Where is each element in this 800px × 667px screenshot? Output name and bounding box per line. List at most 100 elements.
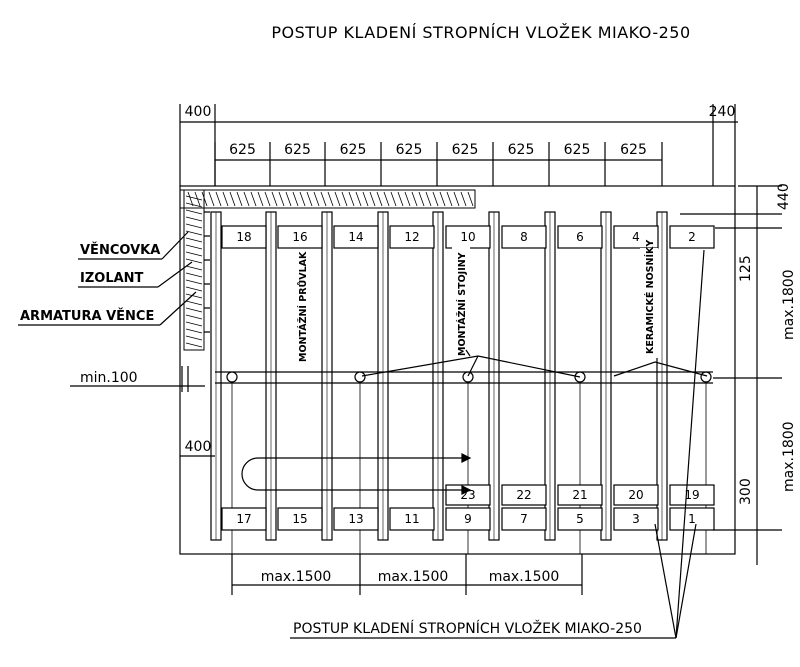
insert-block-number: 22 bbox=[516, 488, 531, 502]
slab-outline bbox=[179, 185, 736, 555]
insert-block: 8 bbox=[501, 225, 547, 249]
dim-spacing: 625 bbox=[620, 142, 647, 158]
insert-block: 23 bbox=[445, 484, 491, 506]
insert-block-number: 19 bbox=[684, 488, 699, 502]
diagram-title: POSTUP KLADENÍ STROPNÍCH VLOŽEK MIAKO-25… bbox=[271, 23, 690, 42]
laying-order-arrow bbox=[241, 453, 472, 495]
insert-block: 6 bbox=[557, 225, 603, 249]
ceramic-beam bbox=[488, 211, 500, 541]
insert-block: 14 bbox=[333, 225, 379, 249]
bottom-title: POSTUP KLADENÍ STROPNÍCH VLOŽEK MIAKO-25… bbox=[293, 619, 642, 637]
insert-block: 3 bbox=[613, 507, 659, 531]
ceramic-beam bbox=[321, 211, 333, 541]
dim-spacing: 625 bbox=[508, 142, 535, 158]
insert-block: 20 bbox=[613, 484, 659, 506]
middle-block-row: 23 22 21 20 19 bbox=[445, 484, 715, 506]
insert-block-number: 4 bbox=[632, 230, 640, 244]
insert-block: 16 bbox=[277, 225, 323, 249]
dim-right-offset: 240 bbox=[709, 104, 736, 120]
insert-block-number: 3 bbox=[632, 512, 640, 526]
insert-block: 7 bbox=[501, 507, 547, 531]
ceramic-beam bbox=[377, 211, 389, 541]
insert-block: 21 bbox=[557, 484, 603, 506]
insert-block-number: 17 bbox=[236, 512, 251, 526]
insert-block-number: 8 bbox=[520, 230, 528, 244]
dim-right-300: 300 bbox=[738, 478, 754, 505]
insert-block-number: 10 bbox=[460, 230, 475, 244]
insert-block-number: 18 bbox=[236, 230, 251, 244]
insert-block: 13 bbox=[333, 507, 379, 531]
label-armatura: ARMATURA VĚNCE bbox=[20, 308, 154, 324]
note-provlak: MONTÁŽNÍ PRŮVLAK bbox=[297, 251, 309, 362]
insert-block: 1 bbox=[669, 507, 715, 531]
ceramic-beam bbox=[656, 211, 668, 541]
insert-block-number: 13 bbox=[348, 512, 363, 526]
insert-block-number: 14 bbox=[348, 230, 363, 244]
ceramic-beam bbox=[544, 211, 556, 541]
assembly-prop bbox=[462, 371, 474, 383]
dim-spacing: 625 bbox=[229, 142, 256, 158]
insert-block: 9 bbox=[445, 507, 491, 531]
insert-block: 19 bbox=[669, 484, 715, 506]
insert-block-number: 11 bbox=[404, 512, 419, 526]
dim-spacing: 625 bbox=[396, 142, 423, 158]
label-min100: min.100 bbox=[80, 370, 138, 386]
insert-block-number: 5 bbox=[576, 512, 584, 526]
insert-block-number: 9 bbox=[464, 512, 472, 526]
assembly-props bbox=[226, 371, 712, 554]
dim-right-max1800-bottom: max.1800 bbox=[781, 421, 797, 492]
ring-beam-vencovka bbox=[179, 189, 476, 351]
insert-block: 12 bbox=[389, 225, 435, 249]
insert-block-number: 2 bbox=[688, 230, 696, 244]
insert-block-number: 12 bbox=[404, 230, 419, 244]
insert-block-number: 20 bbox=[628, 488, 643, 502]
insert-block-number: 1 bbox=[688, 512, 696, 526]
dim-inner-400: 400 bbox=[185, 439, 212, 455]
dim-right-125: 125 bbox=[738, 255, 754, 282]
vertical-notes: MONTÁŽNÍ PRŮVLAK MONTÁŽNÍ STOJINY KERAMI… bbox=[294, 240, 708, 378]
insert-block: 11 bbox=[389, 507, 435, 531]
ceramic-beam bbox=[432, 211, 444, 541]
assembly-girder bbox=[215, 371, 713, 554]
dim-right-440: 440 bbox=[776, 183, 792, 210]
dim-spacing: 625 bbox=[340, 142, 367, 158]
ring-beam-hatch-left bbox=[185, 195, 203, 348]
insert-block: 18 bbox=[221, 225, 267, 249]
right-dimension-chain: 440 125 max.1800 max.1800 300 bbox=[680, 183, 797, 565]
insert-block: 17 bbox=[221, 507, 267, 531]
note-nosniky: KERAMICKÉ NOSNÍKY bbox=[644, 240, 656, 354]
ceramic-beams bbox=[210, 211, 668, 541]
bottom-dimension-chain: max.1500 max.1500 max.1500 bbox=[231, 554, 583, 595]
insert-block-number: 16 bbox=[292, 230, 307, 244]
dim-left-offset: 400 bbox=[185, 104, 212, 120]
dim-spacing: 625 bbox=[452, 142, 479, 158]
insert-block: 2 bbox=[669, 225, 715, 249]
insert-block: 22 bbox=[501, 484, 547, 506]
insert-block-number: 7 bbox=[520, 512, 528, 526]
note-stojiny: MONTÁŽNÍ STOJINY bbox=[456, 252, 468, 356]
top-block-row: 18 16 14 12 10 8 6 4 2 bbox=[221, 225, 715, 249]
dim-right-max1800-top: max.1800 bbox=[781, 269, 797, 340]
ceramic-beam bbox=[265, 211, 277, 541]
spacing-ticks bbox=[214, 142, 663, 186]
assembly-prop bbox=[700, 371, 712, 383]
insert-block: 10 bbox=[445, 225, 491, 249]
label-izolant: IZOLANT bbox=[80, 271, 144, 286]
insert-block: 4 bbox=[613, 225, 659, 249]
ceramic-beam bbox=[600, 211, 612, 541]
left-labels: VĚNCOVKA IZOLANT ARMATURA VĚNCE min.100 … bbox=[18, 231, 215, 457]
dim-spacing: 625 bbox=[284, 142, 311, 158]
bottom-title-group: POSTUP KLADENÍ STROPNÍCH VLOŽEK MIAKO-25… bbox=[290, 249, 705, 639]
ring-beam-hatch-top bbox=[187, 191, 474, 207]
insert-block-number: 21 bbox=[572, 488, 587, 502]
assembly-prop bbox=[354, 371, 366, 383]
label-vencovka: VĚNCOVKA bbox=[80, 242, 160, 258]
assembly-prop bbox=[226, 371, 238, 383]
insert-block: 5 bbox=[557, 507, 603, 531]
insert-block-number: 15 bbox=[292, 512, 307, 526]
bottom-block-row: 17 15 13 11 9 7 5 3 1 bbox=[221, 507, 715, 531]
dim-bottom-max-2: max.1500 bbox=[378, 569, 449, 585]
